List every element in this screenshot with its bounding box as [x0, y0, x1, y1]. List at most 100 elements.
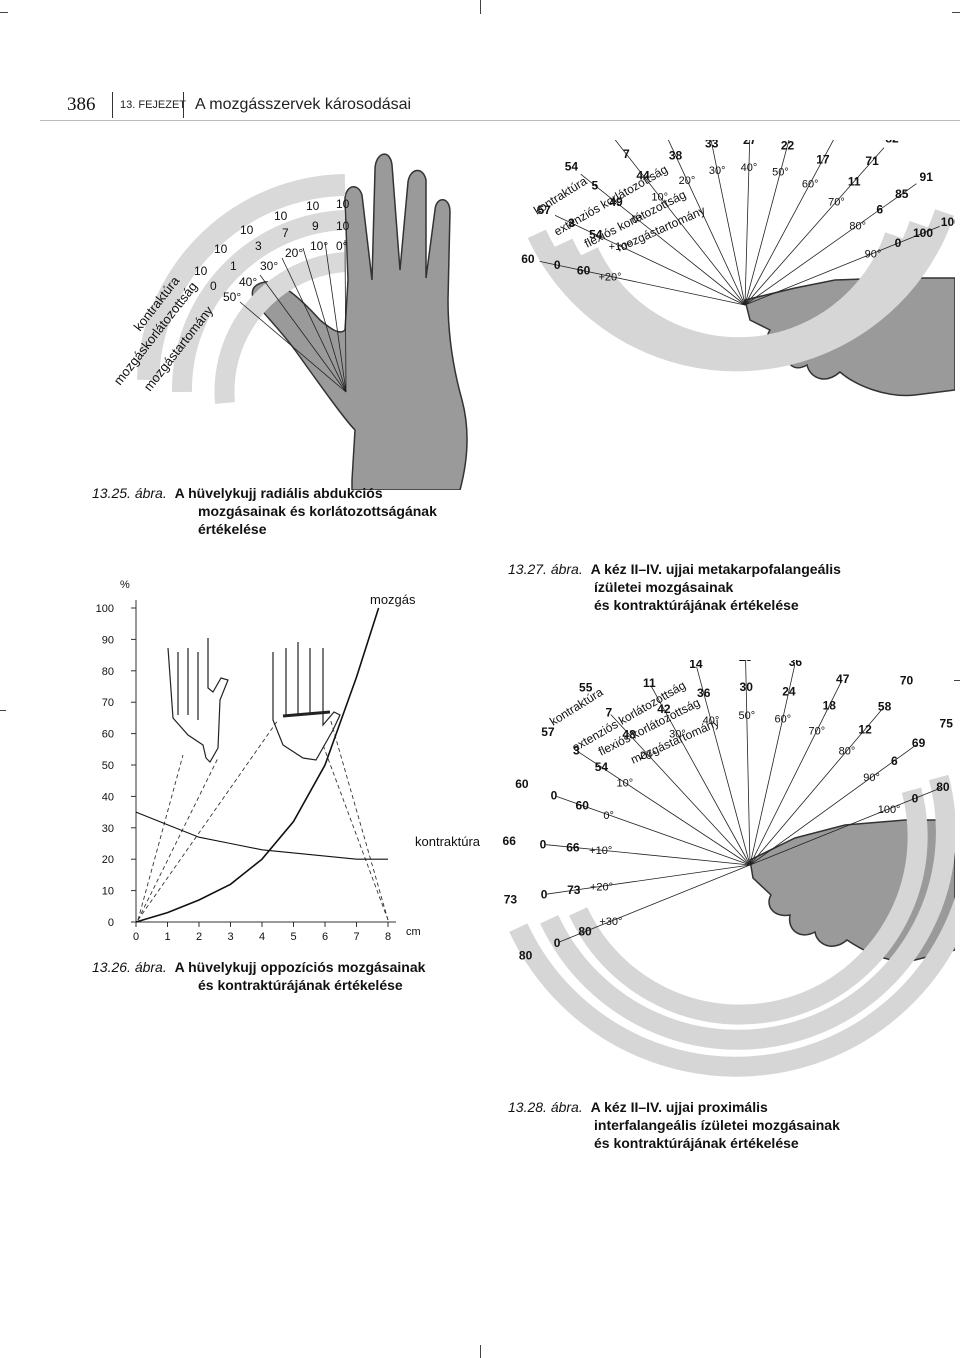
- y-tick-label: 20: [102, 854, 114, 866]
- crop-mark: [954, 680, 960, 681]
- crop-mark: [0, 12, 8, 13]
- flexion-restriction-value: 38: [669, 148, 683, 162]
- angle-value: 10°: [651, 192, 668, 204]
- fig28-pip-diagram: 8073666057555350556065707580000037111425…: [503, 660, 955, 1077]
- flexion-restriction-value: 17: [816, 153, 830, 167]
- flexion-restriction-value: 22: [781, 140, 795, 153]
- flexion-restriction-value: 6: [876, 203, 883, 217]
- crop-mark: [952, 12, 960, 13]
- angle-value: 40°: [703, 715, 720, 727]
- angle-ray: [556, 796, 751, 866]
- angle-ray: [610, 714, 751, 866]
- caption-number: 13.25. ábra.: [92, 485, 167, 501]
- extension-restriction-value: 80: [936, 780, 950, 794]
- extension-restriction-value: 47: [836, 672, 850, 686]
- flexion-restriction-value: 73: [567, 883, 581, 897]
- angle-value: 0°: [336, 239, 348, 253]
- extension-restriction-value: 58: [878, 699, 892, 713]
- contracture-value: 10: [194, 264, 208, 278]
- y-axis-unit: %: [120, 579, 130, 591]
- header-divider: [183, 92, 184, 118]
- contracture-value: 80: [519, 949, 533, 963]
- angle-value: 90°: [863, 772, 880, 784]
- flexion-restriction-value: 18: [823, 699, 837, 713]
- fig25-thumb-abduction-diagram: kontraktúra mozgáskorlátozottság mozgást…: [111, 153, 468, 490]
- arc-band: [569, 787, 928, 1025]
- angle-value: 40°: [239, 275, 257, 289]
- extension-restriction-value: 0: [541, 888, 548, 902]
- contracture-value: 10: [240, 223, 254, 237]
- restriction-value: 0: [210, 279, 217, 293]
- restriction-value: 9: [312, 219, 319, 233]
- y-tick-label: 30: [102, 823, 114, 835]
- contracture-value: 60: [521, 252, 535, 266]
- page-number: 386: [67, 94, 96, 115]
- arc-band-middle: [171, 210, 346, 393]
- caption-number: 13.27. ábra.: [508, 561, 583, 577]
- flexion-restriction-value: 24: [782, 684, 796, 698]
- hand-illustration: [167, 638, 341, 763]
- angle-value: 20°: [679, 175, 696, 187]
- angle-ray: [749, 681, 842, 866]
- flexion-restriction-value: 30: [740, 680, 754, 694]
- angle-ray: [744, 183, 917, 306]
- y-tick-label: 50: [102, 760, 114, 772]
- restriction-value: 10: [336, 219, 350, 233]
- angle-value: 0°: [632, 214, 643, 226]
- angle-ray: [744, 140, 790, 306]
- angle-value: +10°: [589, 845, 612, 857]
- contracture-value: 10: [306, 199, 320, 213]
- angle-value: 50°: [738, 710, 755, 722]
- flexion-restriction-value: 36: [697, 686, 711, 700]
- angle-rays: [239, 239, 347, 393]
- fig28-caption: 13.28. ábra. A kéz II–IV. ujjai proximál…: [508, 1098, 840, 1152]
- crop-mark: [480, 1345, 481, 1358]
- angle-ray: [749, 787, 941, 866]
- x-tick-label: 4: [259, 931, 265, 943]
- y-tick-label: 0: [108, 917, 114, 929]
- flexion-restriction-value: 0: [895, 236, 902, 250]
- contracture-value: 54: [565, 160, 579, 174]
- y-tick-label: 90: [102, 634, 114, 646]
- extension-restriction-value: 25: [739, 660, 753, 664]
- extension-restriction-value: 71: [865, 154, 879, 168]
- fig25-caption: 13.25. ábra. A hüvelykujj radiális abduk…: [92, 484, 437, 538]
- caption-line: interfalangeális ízületei mozgásainak: [594, 1117, 840, 1133]
- page-header: 386 13. FEJEZET A mozgásszervek károsodá…: [40, 92, 960, 122]
- fig27-caption: 13.27. ábra. A kéz II–IV. ujjai metakarp…: [508, 560, 841, 614]
- y-tick-label: 60: [102, 729, 114, 741]
- flexion-restriction-value: 42: [657, 702, 671, 716]
- y-tick-label: 70: [102, 697, 114, 709]
- arc-band-inner: [214, 252, 346, 404]
- flexion-restriction-value: 12: [858, 722, 872, 736]
- caption-line: és kontraktúrájának értékelése: [198, 977, 403, 993]
- y-tick-label: 100: [96, 603, 114, 615]
- x-tick-label: 2: [196, 931, 202, 943]
- angle-value: +10°: [609, 241, 632, 253]
- arc-band-outer: [137, 174, 346, 381]
- angle-ray: [744, 147, 885, 306]
- flexion-restriction-value: 54: [589, 228, 603, 242]
- series-label-contracture: kontraktúra: [415, 834, 481, 849]
- extension-restriction-value: 56: [829, 140, 843, 143]
- extension-restriction-value: 0: [551, 788, 558, 802]
- flexion-restriction-value: 6: [891, 754, 898, 768]
- angle-value: 80°: [849, 220, 866, 232]
- flexion-restriction-value: 44: [636, 168, 650, 182]
- projection-lines: [137, 717, 389, 921]
- flexion-restriction-value: 66: [566, 840, 580, 854]
- extension-restriction-value: 7: [605, 705, 612, 719]
- angle-ray: [749, 664, 796, 866]
- extension-restriction-value: 69: [912, 736, 926, 750]
- extension-restriction-value: 0: [540, 837, 547, 851]
- series-line-contracture: [135, 811, 388, 860]
- caption-line: ízületei mozgásainak: [594, 579, 734, 595]
- caption-line: értékelése: [198, 521, 267, 537]
- caption-line: és kontraktúrájának értékelése: [594, 1135, 799, 1151]
- chapter-title: A mozgásszervek károsodásai: [195, 96, 412, 113]
- angle-value: 30°: [260, 259, 278, 273]
- contracture-value: 57: [541, 725, 555, 739]
- angle-ray: [547, 864, 751, 895]
- extension-restriction-value: 36: [789, 660, 803, 669]
